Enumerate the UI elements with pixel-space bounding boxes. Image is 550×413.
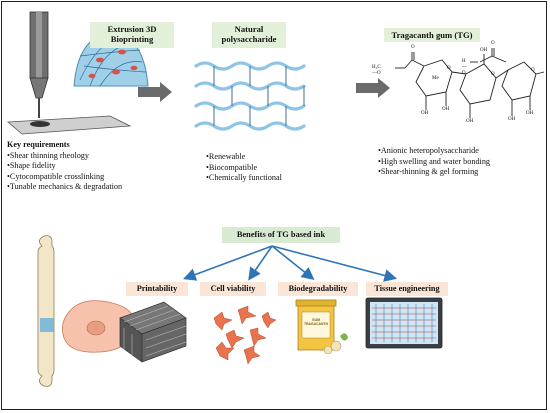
oh-label-1: OH — [421, 111, 429, 116]
benefit-cell-viability: Cell viability — [210, 284, 256, 293]
tg-chemical-structure — [395, 48, 545, 118]
bioprinting-title: Extrusion 3D Bioprinting — [107, 24, 157, 44]
benefit-tissue-engineering: Tissue engineering — [374, 284, 440, 293]
carbonyl-o-label-2: O — [491, 41, 495, 46]
benefit-cell-viability-box: Cell viability — [200, 282, 266, 296]
tg-title: Tragacanth gum (TG) — [391, 30, 473, 40]
polysaccharide-prop-item: •Chemically functional — [206, 173, 282, 183]
ring-o-label-2: O — [491, 72, 495, 77]
polysaccharide-title: Natural polysaccharide — [221, 24, 277, 44]
benefit-biodegradability: Biodegradability — [288, 284, 348, 293]
key-requirements-heading: Key requirements — [7, 140, 70, 149]
oh-label-6: OH — [480, 48, 488, 53]
oh-label-5: OH — [526, 111, 534, 116]
benefits-title-box: Benefits of TG based ink — [222, 227, 340, 243]
bone-illustration — [37, 235, 55, 387]
key-requirement-item: •Shear thinning rheology — [7, 150, 89, 160]
methoxy-label: H₃C—O — [372, 65, 381, 76]
jar-label: GUM TRAGACANTH — [304, 318, 328, 327]
benefit-printability: Printability — [136, 284, 178, 293]
oh-label-3: OH — [466, 119, 474, 124]
tg-prop-item: •Shear-thinning & gel forming — [378, 167, 479, 177]
benefit-arrows — [183, 245, 398, 282]
oh-label-4: OH — [508, 117, 516, 122]
ring-o-label-1: O — [447, 66, 451, 71]
gum-jar-illustration — [295, 299, 348, 355]
bioprinting-title-box: Extrusion 3D Bioprinting — [90, 22, 174, 48]
tg-title-box: Tragacanth gum (TG) — [384, 28, 480, 42]
hydroxyl-acid-label: H—O — [462, 59, 467, 76]
scaffold-illustration — [119, 301, 187, 363]
oh-label-2: OH — [442, 107, 450, 112]
polysaccharide-prop-item: •Biocompatible — [206, 162, 258, 172]
carbonyl-o-label-1: O — [411, 45, 415, 50]
benefit-tissue-engineering-box: Tissue engineering — [366, 282, 448, 296]
polysaccharide-title-box: Natural polysaccharide — [212, 22, 286, 48]
process-arrow-1 — [138, 82, 172, 102]
methyl-label: Me — [432, 76, 439, 81]
benefit-printability-box: Printability — [126, 282, 188, 296]
tg-prop-item: •Anionic heteropolysaccharide — [378, 146, 479, 155]
key-requirements-block: Key requirements •Shear thinning rheolog… — [7, 140, 122, 193]
key-requirement-item: •Tunable mechanics & degradation — [7, 182, 123, 192]
cell-illustration — [62, 300, 135, 353]
benefits-title: Benefits of TG based ink — [236, 230, 326, 239]
ring-o-label-3: O — [531, 68, 535, 73]
bioprinter-illustration — [6, 11, 132, 135]
tg-prop-item: •High swelling and water bonding — [378, 156, 491, 166]
tg-props-block: •Anionic heteropolysaccharide •High swel… — [378, 146, 490, 178]
tissue-patch-illustration — [365, 297, 443, 349]
polysaccharide-props-block: •Renewable •Biocompatible •Chemically fu… — [206, 152, 282, 184]
polysaccharide-prop-item: •Renewable — [206, 152, 246, 161]
viable-cells-illustration — [213, 305, 277, 365]
key-requirement-item: •Shape fidelity — [7, 161, 56, 171]
polysaccharide-crosslinks — [213, 66, 305, 126]
benefit-biodegradability-box: Biodegradability — [278, 282, 358, 296]
key-requirement-item: •Cytocompatible crosslinking — [7, 171, 105, 181]
process-arrow-2 — [356, 78, 390, 98]
